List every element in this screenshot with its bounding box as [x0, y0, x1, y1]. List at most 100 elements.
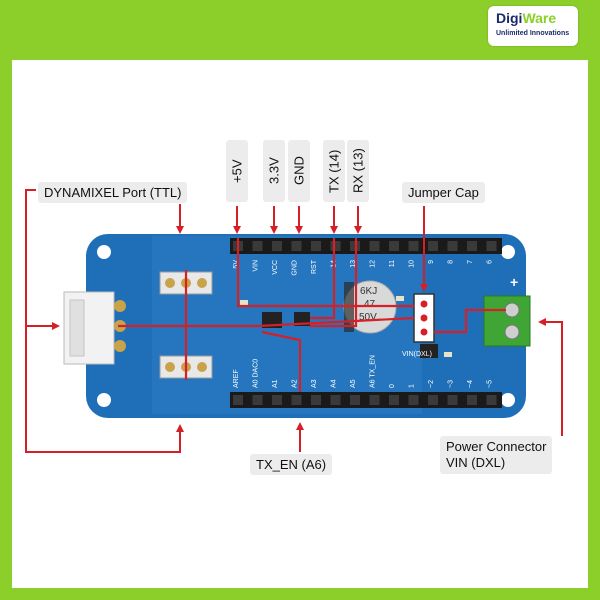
- pin-silkscreen-label: A2: [292, 379, 299, 388]
- pin-silkscreen-label: A3: [311, 379, 318, 388]
- smd-component: [396, 296, 404, 301]
- rx-label: RX (13): [347, 140, 369, 202]
- connector-pin: [114, 300, 126, 312]
- pad: [165, 278, 175, 288]
- header-pin: [330, 395, 341, 405]
- pin-silkscreen-label: RST: [311, 259, 318, 274]
- mount-hole: [97, 245, 111, 259]
- pad: [165, 362, 175, 372]
- header-pin: [369, 395, 380, 405]
- jumper-pin: [420, 328, 428, 336]
- mount-hole: [97, 393, 111, 407]
- power-connector-line-2: VIN (DXL): [446, 455, 506, 470]
- header-pin: [311, 395, 321, 405]
- trace-rx: [310, 238, 358, 328]
- plus-silkscreen: +: [510, 274, 518, 290]
- pin-silkscreen-label: A6 TX_EN: [370, 355, 377, 388]
- brand-name: DigiWare: [496, 10, 556, 26]
- pin-silkscreen-label: A0 DAC0: [253, 359, 260, 388]
- jumper-cap-label: Jumper Cap: [402, 182, 485, 203]
- trace-tx: [310, 238, 336, 320]
- header-pin: [408, 241, 419, 251]
- header-pin: [467, 241, 477, 251]
- header-pin: [486, 241, 497, 251]
- bottom-pin-header: [230, 392, 502, 408]
- trace-txen: [261, 330, 302, 392]
- header-pin: [350, 395, 360, 405]
- header-pin: [486, 395, 497, 405]
- pin-silkscreen-label: ~2: [428, 380, 435, 388]
- vin-dxl-silkscreen: VIN(DXL): [402, 351, 432, 358]
- brand-tagline: Unlimited Innovations: [496, 30, 570, 37]
- header-pin: [447, 395, 458, 405]
- annotation-traces: [118, 238, 506, 392]
- header-pin: [272, 241, 282, 251]
- mount-hole: [501, 245, 515, 259]
- pin-silkscreen-label: A4: [331, 379, 338, 388]
- header-pin: [389, 241, 399, 251]
- smd-component: [240, 300, 248, 305]
- pin-silkscreen-label: 8: [448, 260, 455, 264]
- power-connector-line-1: Power Connector: [446, 439, 547, 454]
- power-terminal-block: [483, 295, 531, 347]
- brand-name-part1: Digi: [496, 10, 523, 26]
- power-connector-label: Power Connector VIN (DXL): [440, 436, 553, 474]
- header-pin: [291, 395, 302, 405]
- trace-jumper-bottom: [434, 308, 506, 334]
- header-pin: [467, 395, 477, 405]
- ic-chip: [420, 344, 438, 358]
- pin-silkscreen-label: 13: [350, 260, 357, 268]
- pin-silkscreen-label: 11: [389, 260, 396, 267]
- terminal-screw: [504, 302, 520, 318]
- tx-label: TX (14): [323, 140, 345, 202]
- pin-silkscreen-label: ~3: [448, 380, 455, 388]
- capacitor-marking-1: 6KJ: [360, 286, 377, 297]
- pin-silkscreen-label: 6: [487, 260, 494, 264]
- header-pin: [291, 241, 302, 251]
- brand-logo: DigiWare Unlimited Innovations: [488, 6, 578, 46]
- header-pin: [408, 395, 419, 405]
- header-pin: [252, 395, 263, 405]
- header-pin: [447, 241, 458, 251]
- connector-pin: [114, 340, 126, 352]
- capacitor-marking-2: 47: [364, 299, 376, 310]
- jumper-pin: [420, 314, 428, 322]
- header-pin: [389, 395, 399, 405]
- header-pin: [369, 241, 380, 251]
- pin-silkscreen-label: A5: [350, 379, 357, 388]
- pin-silkscreen-label: ~5: [487, 380, 494, 388]
- 5v-label: +5V: [226, 140, 248, 202]
- top-pin-header: [230, 238, 502, 254]
- pad: [197, 278, 207, 288]
- pin-silkscreen-label: 7: [467, 260, 474, 264]
- pin-silkscreen-label: 12: [370, 260, 377, 268]
- dynamixel-connector-latch: [69, 299, 85, 357]
- arrow-dynamixel-left: [25, 189, 60, 330]
- callout-arrows: [25, 189, 563, 453]
- trace-jumper-mid: [257, 316, 415, 328]
- capacitor-marking-3: 50V: [359, 312, 377, 323]
- pin-silkscreen-label: VCC: [272, 260, 279, 275]
- gnd-label: GND: [288, 140, 310, 202]
- header-pin: [330, 241, 341, 251]
- pin-silkscreen-label: 5V: [233, 260, 240, 269]
- pin-silkscreen-label: 10: [409, 260, 416, 268]
- pin-silkscreen-label: 1: [409, 384, 416, 388]
- tx-en-label: TX_EN (A6): [250, 454, 333, 475]
- header-pin: [272, 395, 282, 405]
- header-pin: [428, 241, 438, 251]
- pin-silkscreen-label: 0: [389, 384, 396, 388]
- header-pin: [252, 241, 263, 251]
- header-pin: [311, 241, 321, 251]
- pin-silkscreen-label: 9: [428, 260, 435, 264]
- smd-component: [444, 352, 452, 357]
- terminal-screw: [504, 324, 520, 340]
- 3v3-label: 3.3V: [263, 140, 285, 202]
- dynamixel-port-label: DYNAMIXEL Port (TTL): [38, 182, 188, 203]
- brand-name-part2: Ware: [522, 10, 557, 26]
- pin-silkscreen-label: VIN: [253, 260, 260, 272]
- header-pin: [233, 395, 243, 405]
- header-pin: [428, 395, 438, 405]
